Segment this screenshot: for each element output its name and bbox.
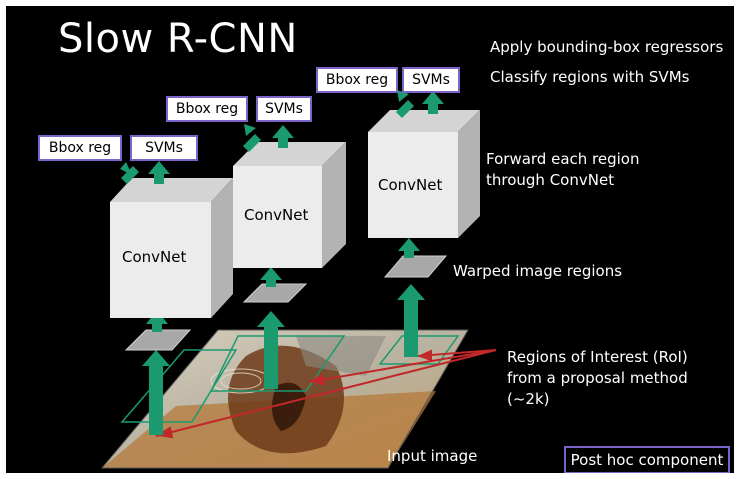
note-roi-line2: from a proposal method (507, 369, 688, 387)
note-input-image: Input image (387, 447, 478, 465)
note-roi-line1: Regions of Interest (RoI) (507, 348, 688, 366)
input-image (100, 329, 469, 469)
convnet-cube-2 (233, 142, 346, 268)
diagram-canvas (100, 90, 497, 469)
note-roi-line3: (~2k) (507, 390, 550, 408)
svms-box-3: SVMs (402, 67, 460, 93)
note-forward-line2: through ConvNet (486, 171, 615, 189)
note-apply-bbox: Apply bounding-box regressors (490, 38, 724, 56)
post-hoc-legend: Post hoc component (564, 446, 730, 473)
note-classify-svm: Classify regions with SVMs (490, 68, 690, 86)
warped-regions (124, 255, 448, 351)
note-forward-line1: Forward each region (486, 150, 640, 168)
svms-box-1: SVMs (130, 135, 198, 161)
slide: { "title": "Slow R-CNN", "notes": { "app… (6, 6, 734, 473)
output-arrows (120, 90, 444, 184)
bbox-reg-box-3: Bbox reg (316, 67, 398, 93)
convnet-cube-3 (368, 110, 480, 238)
convnet-label-1: ConvNet (122, 248, 187, 266)
convnet-cube-1 (110, 178, 233, 318)
bbox-reg-box-1: Bbox reg (38, 135, 122, 161)
convnet-label-2: ConvNet (244, 206, 309, 224)
note-warped: Warped image regions (453, 262, 623, 280)
roi-pointer-lines (155, 349, 497, 439)
image-to-warp-arrows (142, 284, 425, 435)
svms-box-2: SVMs (256, 96, 312, 122)
convnet-label-3: ConvNet (378, 176, 443, 194)
slide-title: Slow R-CNN (58, 16, 298, 62)
bbox-reg-box-2: Bbox reg (166, 96, 248, 122)
